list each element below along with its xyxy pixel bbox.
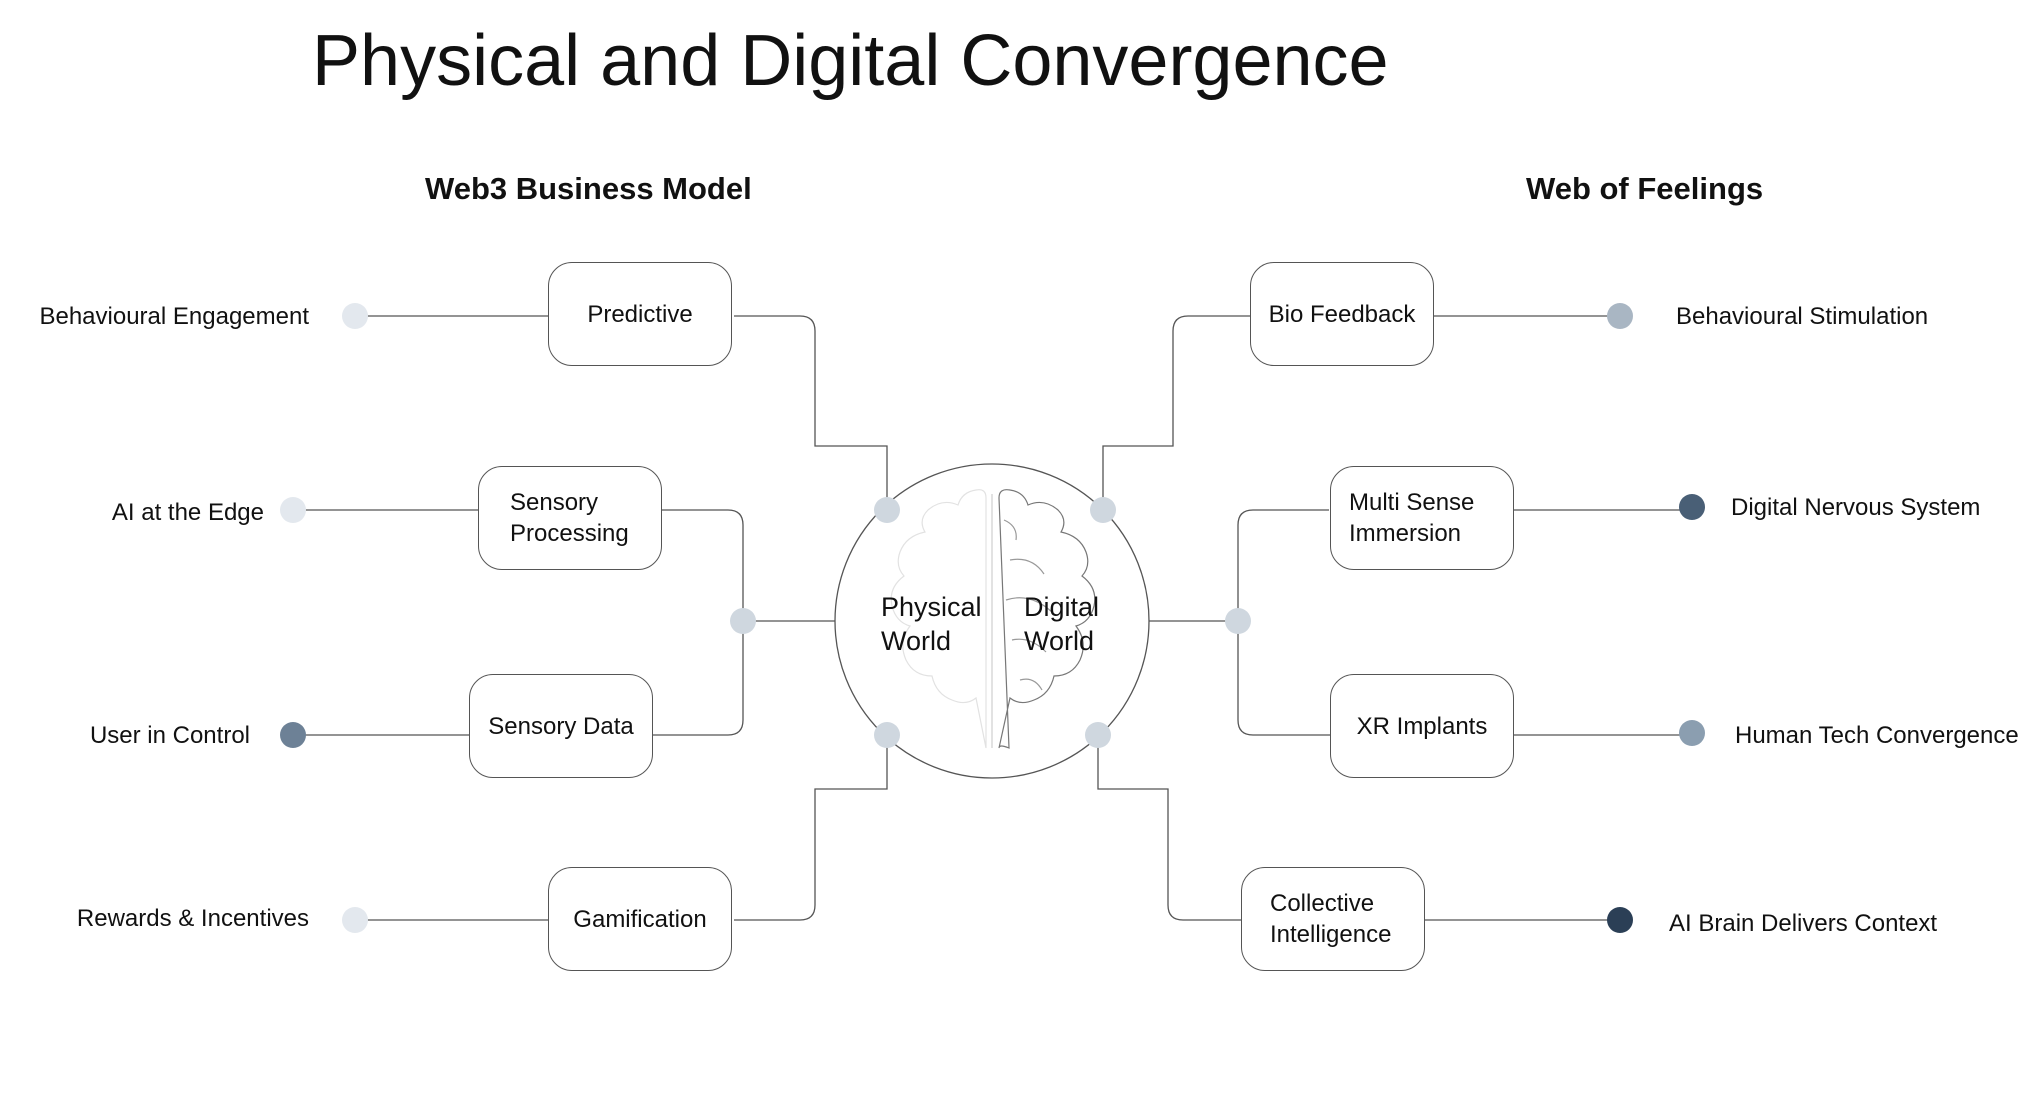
sensory-data-box: Sensory Data	[469, 674, 653, 778]
hub-dot-top-left	[874, 497, 900, 523]
collective-intelligence-label: Collective Intelligence	[1270, 890, 1392, 948]
left-section-title: Web3 Business Model	[425, 171, 752, 206]
end-dots	[280, 303, 1705, 933]
xr-implants-label: XR Implants	[1356, 712, 1488, 740]
brain-right-folds	[1003, 519, 1053, 691]
multi-sense-label: Multi Sense Immersion	[1349, 489, 1475, 547]
bio-feedback-box: Bio Feedback	[1250, 262, 1434, 366]
hub-dots	[730, 497, 1251, 748]
dot-ai-brain	[1607, 907, 1633, 933]
multi-sense-box: Multi Sense Immersion	[1330, 466, 1514, 570]
hub-dot-bottom-left	[874, 722, 900, 748]
brain-right-hemisphere	[998, 489, 1096, 749]
predictive-box: Predictive	[548, 262, 732, 366]
behavioural-engagement-label: Behavioural Engagement	[39, 303, 309, 330]
brain-left-hemisphere	[890, 489, 987, 749]
sensory-processing-box: Sensory Processing	[478, 466, 662, 570]
connector-multi-sense-hub	[1237, 509, 1330, 736]
brain-icon	[890, 489, 1096, 749]
dot-ai-edge	[280, 497, 306, 523]
connector-collective-hub	[1097, 735, 1241, 921]
predictive-label: Predictive	[587, 300, 693, 328]
connector-sensory-processing-hub	[653, 509, 744, 736]
dot-behavioural-stimulation	[1607, 303, 1633, 329]
hub-dot-left	[730, 608, 756, 634]
page-title: Physical and Digital Convergence	[312, 21, 1389, 101]
ai-at-the-edge-label: AI at the Edge	[111, 499, 264, 526]
human-tech-convergence-label: Human Tech Convergence	[1735, 722, 2019, 749]
dot-rewards	[342, 907, 368, 933]
user-in-control-label: User in Control	[89, 722, 250, 749]
dot-behavioural-engagement	[342, 303, 368, 329]
dot-digital-nervous	[1679, 494, 1705, 520]
collective-intelligence-box: Collective Intelligence	[1241, 867, 1425, 971]
hub-dot-bottom-right	[1085, 722, 1111, 748]
xr-implants-box: XR Implants	[1330, 674, 1514, 778]
rewards-incentives-label: Rewards & Incentives	[76, 905, 309, 932]
dot-user-control	[280, 722, 306, 748]
connector-bio-feedback-hub	[1102, 315, 1250, 510]
gamification-box: Gamification	[548, 867, 732, 971]
digital-nervous-system-label: Digital Nervous System	[1731, 494, 1981, 521]
connector-gamification-hub	[734, 735, 888, 921]
sensory-data-label: Sensory Data	[488, 712, 634, 740]
sensory-processing-label: Sensory Processing	[510, 489, 629, 547]
dot-human-tech	[1679, 720, 1705, 746]
bio-feedback-label: Bio Feedback	[1268, 300, 1416, 328]
hub-dot-right	[1225, 608, 1251, 634]
behavioural-stimulation-label: Behavioural Stimulation	[1676, 303, 1929, 330]
ai-brain-delivers-context-label: AI Brain Delivers Context	[1669, 910, 1938, 937]
gamification-label: Gamification	[573, 905, 707, 933]
right-section-title: Web of Feelings	[1526, 171, 1764, 206]
physical-world-label: Physical World	[881, 592, 982, 656]
hub-dot-top-right	[1090, 497, 1116, 523]
connector-predictive-hub	[734, 315, 888, 510]
digital-world-label: Digital World	[1024, 592, 1100, 656]
